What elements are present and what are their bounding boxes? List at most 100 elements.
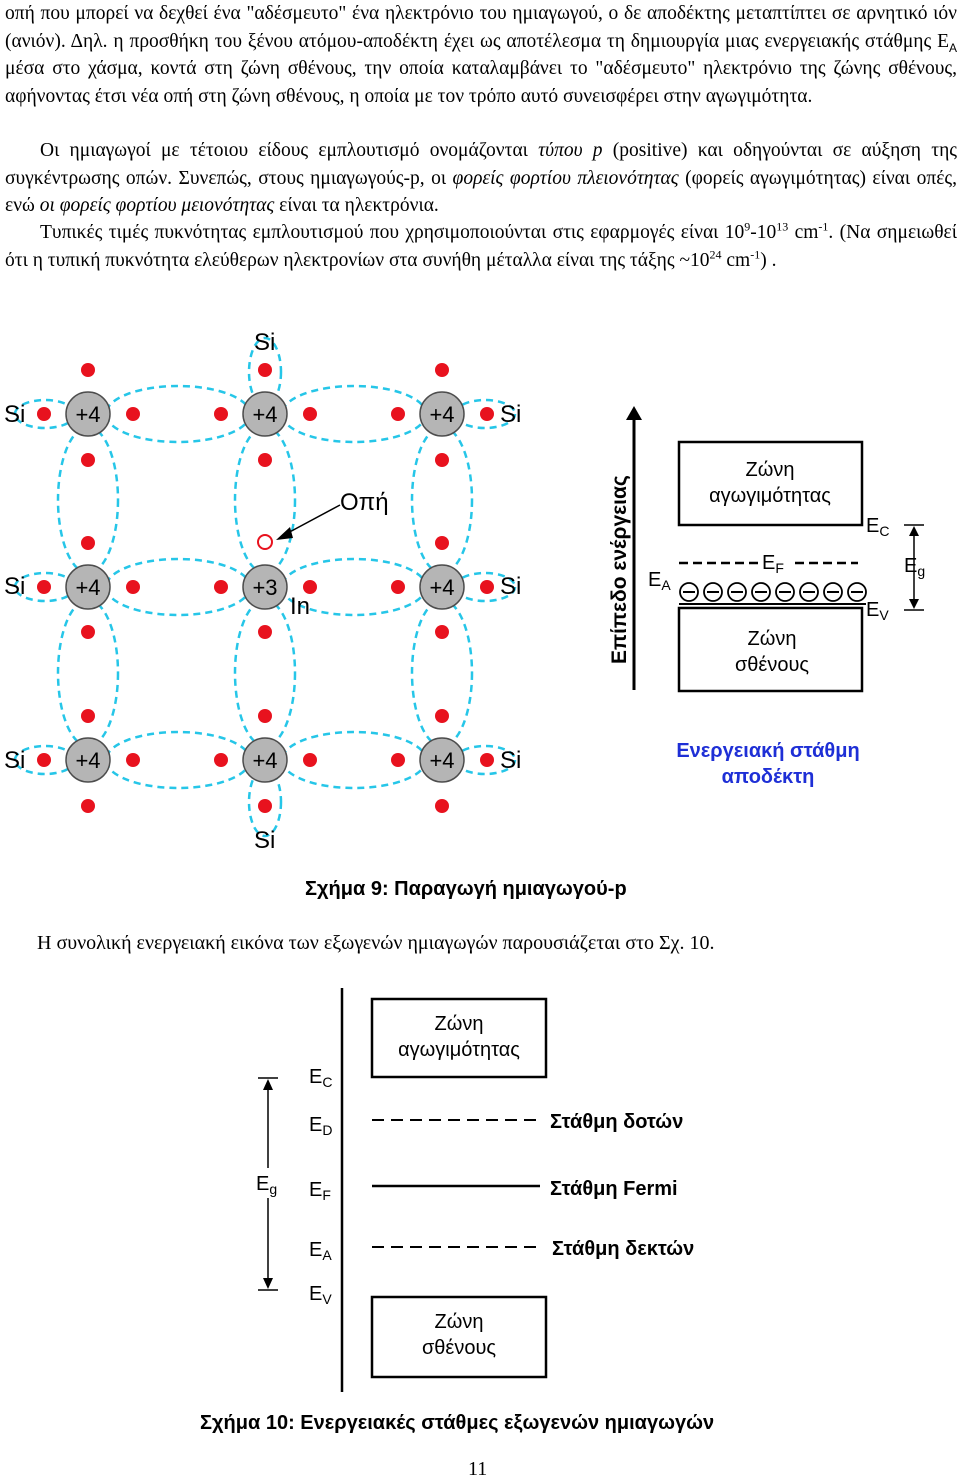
ev-label-10: EV [309, 1283, 332, 1307]
p2-b: τύπου p [538, 140, 603, 161]
electron [126, 407, 140, 421]
valence-band-10 [370, 1295, 548, 1379]
electron [258, 363, 272, 377]
eg-arrowhead-up-10 [263, 1079, 273, 1090]
atom-indium [242, 564, 288, 610]
p2-f: οι φορείς φορτίου μειονότητας [39, 195, 275, 216]
ev-label: EV [866, 599, 889, 623]
ed-label-10: ED [309, 1114, 332, 1138]
atom [65, 564, 111, 610]
electron [480, 580, 494, 594]
bond-ellipse [453, 398, 517, 430]
electron [81, 363, 95, 377]
electron [37, 407, 51, 421]
si-label: Si [4, 747, 25, 774]
bond-ellipse [410, 425, 474, 575]
acceptor-level-note-1: Ενεργειακή στάθμη [676, 740, 859, 762]
electron [435, 536, 449, 550]
charge-label: +4 [75, 402, 100, 427]
p3-e: cm [721, 249, 751, 271]
valence-band-label-2: σθένους [735, 654, 809, 676]
si-label: Si [254, 827, 275, 854]
paragraph-1: οπή που μπορεί να δεχθεί ένα "αδέσμευτο"… [5, 0, 957, 110]
atoms [65, 391, 465, 783]
electron [81, 799, 95, 813]
eg-label: Eg [904, 555, 925, 579]
bond-ellipse [56, 598, 120, 748]
electron [258, 799, 272, 813]
electron [480, 407, 494, 421]
hole-arrow [283, 504, 341, 536]
ea-label: EA [648, 569, 671, 593]
paragraph-4: Η συνολική ενεργειακή εικόνα των εξωγενώ… [37, 932, 715, 954]
p3-f: ) . [760, 249, 777, 271]
conduction-band-label-1: Ζώνη [746, 459, 795, 481]
si-labels: Si Si Si Si Si Si Si Si In [4, 329, 521, 854]
valence-band [677, 606, 864, 693]
electron [214, 407, 228, 421]
p3-a: Τυπικές τιμές πυκνότητας εμπλουτισμού πο… [40, 222, 745, 243]
p3-b: -10 [750, 222, 777, 243]
electron [391, 580, 405, 594]
acceptor-level-label: Στάθμη δεκτών [552, 1238, 694, 1260]
si-label: Si [4, 401, 25, 428]
electron [303, 753, 317, 767]
electron [435, 799, 449, 813]
p3-s2: 13 [776, 219, 789, 234]
atom [242, 737, 288, 783]
paragraph-2: Οι ημιαγωγοί με τέτοιου είδους εμπλουτισ… [5, 137, 957, 220]
charge-label: +4 [252, 748, 277, 773]
bond-ellipse [233, 425, 297, 575]
si-label: Si [254, 329, 275, 356]
atom-charges: +4 +4 +4 +4 +3 +4 +4 +4 +4 [75, 402, 454, 773]
bond-ellipse [56, 425, 120, 575]
charge-label: +4 [75, 575, 100, 600]
electron [214, 580, 228, 594]
atom [419, 737, 465, 783]
electron [435, 625, 449, 639]
charge-label: +3 [252, 575, 277, 600]
conduction-band-10 [370, 997, 548, 1079]
conduction-band-10-label-1: Ζώνη [435, 1013, 484, 1035]
electron [435, 363, 449, 377]
valence-band-label-1: Ζώνη [748, 628, 797, 650]
bond-ellipse [410, 598, 474, 748]
electron [126, 753, 140, 767]
si-label: Si [500, 401, 521, 428]
si-label: Si [500, 747, 521, 774]
charge-label: +4 [429, 575, 454, 600]
p3-s4: 24 [709, 247, 722, 261]
electron [258, 709, 272, 723]
electron [258, 625, 272, 639]
p3-s3: -1 [818, 219, 829, 234]
eg-label-10: Eg [256, 1173, 277, 1197]
electron [214, 753, 228, 767]
conduction-band-label-2: αγωγιμότητας [709, 485, 831, 507]
electron [126, 580, 140, 594]
p3-d: . (Να σημειωθεί ότι η τυπική πυκνότητα ε… [5, 222, 957, 271]
conduction-band [677, 440, 864, 527]
eg-arrowhead-down [909, 599, 919, 609]
electron [435, 453, 449, 467]
electrons [37, 363, 494, 813]
eg-arrowhead-down-10 [263, 1278, 273, 1289]
charge-label: +4 [429, 402, 454, 427]
energy-axis-label: Επίπεδο ενέργειας [608, 475, 631, 664]
atom [65, 737, 111, 783]
bond-ellipse [453, 744, 517, 776]
charge-label: +4 [75, 748, 100, 773]
ea-label-10: EA [309, 1239, 332, 1263]
electron [435, 709, 449, 723]
ef-label-10: EF [309, 1179, 331, 1203]
hole-label: Οπή [340, 489, 389, 516]
hole-arrowhead [276, 527, 293, 540]
charge-label: +4 [252, 402, 277, 427]
bond-ellipse [233, 598, 297, 748]
electron [81, 453, 95, 467]
donor-level-label: Στάθμη δοτών [550, 1111, 683, 1133]
indium-label: In [290, 593, 310, 620]
paragraph-1-text-a: οπή που μπορεί να δεχθεί ένα "αδέσμευτο"… [5, 3, 957, 52]
electron [480, 753, 494, 767]
electron [303, 407, 317, 421]
valence-band-10-label-2: σθένους [422, 1337, 496, 1359]
